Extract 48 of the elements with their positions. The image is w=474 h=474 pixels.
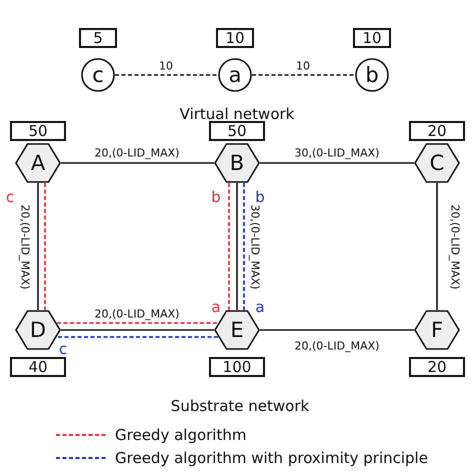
network-title: Substrate network [170, 397, 310, 415]
capacity-label: 10 [353, 28, 391, 48]
link-line [260, 329, 414, 331]
capacity-label: 20 [409, 357, 465, 377]
edge-label: 20,(0-LID_MAX) [18, 204, 32, 290]
link-line [236, 183, 238, 310]
path-line [243, 183, 245, 310]
capacity-label: 20 [409, 121, 465, 141]
node-circle: c [81, 58, 115, 92]
path-line [56, 336, 218, 338]
node-hexagon: F [414, 310, 460, 350]
capacity-label: 40 [10, 357, 66, 377]
capacity-label: 5 [79, 28, 117, 48]
link-line [61, 162, 214, 164]
capacity-label: 50 [10, 121, 66, 141]
node-hexagon: A [15, 143, 61, 183]
node-hexagon: D [15, 310, 61, 350]
edge-label: 10 [158, 60, 174, 72]
edge-label: 30,(0-LID_MAX) [294, 146, 380, 160]
edge-label: 20,(0-LID_MAX) [94, 146, 180, 160]
path-line [56, 322, 218, 324]
link-line [115, 74, 218, 76]
link-line [436, 183, 438, 310]
path-line [44, 183, 46, 310]
path-end-label: c [6, 188, 14, 206]
edge-label: 20,(0-LID_MAX) [94, 308, 180, 320]
path-line [228, 183, 230, 310]
edge-label: 20,(0-LID_MAX) [448, 204, 462, 290]
path-end-label: c [58, 340, 68, 358]
node-circle: b [355, 58, 389, 92]
edge-label: 20,(0-LID_MAX) [294, 340, 380, 352]
node-hexagon: C [414, 143, 460, 183]
node-circle: a [218, 58, 252, 92]
legend-label: Greedy algorithm [115, 426, 246, 444]
link-line [37, 183, 39, 310]
capacity-label: 50 [209, 121, 265, 141]
network-title: Virtual network [180, 105, 294, 123]
edge-label: 10 [295, 60, 311, 72]
path-end-label: b [211, 188, 221, 206]
link-line [61, 329, 214, 331]
link-line [260, 162, 414, 164]
capacity-label: 10 [216, 28, 254, 48]
legend-label: Greedy algorithm with proximity principle [115, 449, 428, 467]
capacity-label: 100 [209, 357, 265, 377]
node-hexagon: B [214, 143, 260, 183]
path-end-label: b [255, 188, 265, 206]
link-line [252, 74, 355, 76]
edge-label: 30,(0-LID_MAX) [248, 204, 262, 290]
